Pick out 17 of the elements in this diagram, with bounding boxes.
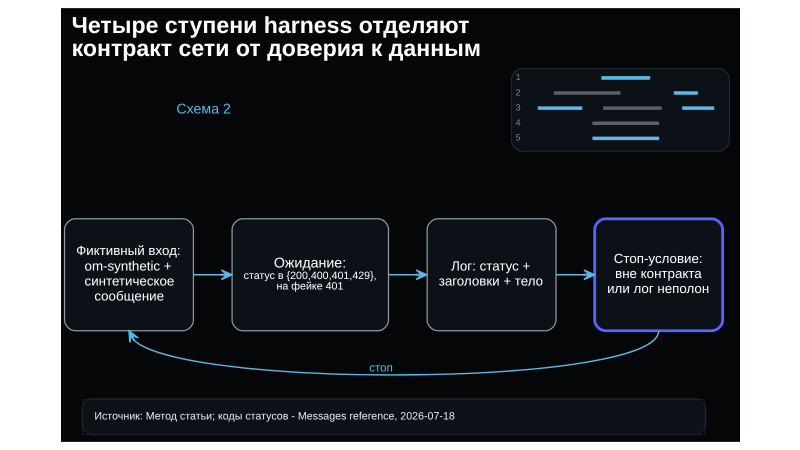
arrow — [388, 269, 427, 280]
arrow — [556, 269, 595, 280]
node-box: Лог: статус + заголовки + тело — [426, 218, 556, 332]
label: Схема 2 — [176, 101, 230, 118]
arrow — [192, 269, 232, 280]
label: 4 — [515, 117, 520, 128]
label: 2 — [515, 87, 520, 98]
label: 1 — [515, 72, 520, 82]
arrow — [128, 330, 659, 376]
label: 3 — [515, 102, 520, 112]
node-box: Стоп-условие: вне контракта или лог неполон — [592, 217, 724, 332]
node-box: Фиктивный вход: om-synthetic + синтетическое сообщение — [63, 218, 194, 332]
node-box: Ожидание: статус в {200,400,401,429}, на фейке 401 — [230, 218, 389, 332]
edge-label: стоп — [368, 362, 392, 375]
caption: Источник: Метод статьи; коды статусов - Messages reference, 2026-07-18 — [94, 410, 454, 423]
diagram-title: Четыре ступени harness отделяют контракт сети от доверия к данным — [71, 12, 480, 61]
label: 5 — [515, 132, 520, 143]
